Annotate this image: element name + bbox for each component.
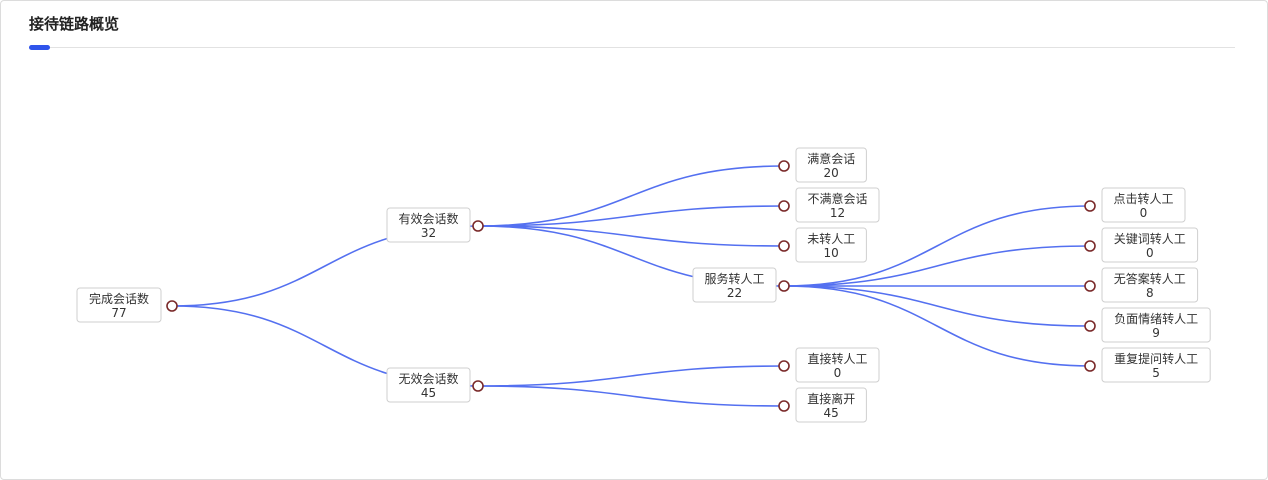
node-dot[interactable]: [472, 220, 484, 232]
tree-link: [477, 205, 785, 227]
node-box: [1101, 347, 1211, 383]
node-box: [1101, 307, 1211, 343]
tree-link: [477, 225, 785, 247]
tree-link: [783, 245, 1091, 287]
node-label: 完成会话数: [89, 291, 149, 306]
tree-link: [477, 365, 785, 387]
node-box: [1101, 227, 1199, 263]
node-value: 45: [421, 386, 436, 400]
node-dot[interactable]: [778, 200, 790, 212]
node-label: 重复提问转人工: [1114, 351, 1198, 366]
title-accent-bar: [29, 45, 50, 50]
node-dot[interactable]: [778, 280, 790, 292]
tree-link: [783, 285, 1091, 367]
node-dot[interactable]: [778, 360, 790, 372]
node-label: 直接离开: [807, 391, 855, 406]
node-box: [692, 267, 777, 303]
node-box: [795, 347, 880, 383]
node-label: 无答案转人工: [1114, 271, 1186, 286]
node-label: 无效会话数: [398, 371, 458, 386]
node-value: 5: [1152, 366, 1160, 380]
tree-link: [477, 385, 785, 407]
node-value: 32: [421, 226, 436, 240]
title-divider: [29, 47, 1235, 48]
node-dot[interactable]: [1084, 280, 1096, 292]
node-value: 9: [1152, 326, 1160, 340]
node-dot[interactable]: [778, 160, 790, 172]
node-label: 满意会话: [807, 151, 855, 166]
node-label: 未转人工: [807, 231, 855, 246]
node-dot[interactable]: [1084, 320, 1096, 332]
node-value: 77: [111, 306, 126, 320]
node-box: [1101, 267, 1199, 303]
node-label: 不满意会话: [807, 191, 867, 206]
tree-link: [783, 205, 1091, 287]
node-box: [795, 387, 867, 423]
node-label: 关键词转人工: [1114, 231, 1186, 246]
node-box: [386, 367, 471, 403]
node-value: 12: [830, 206, 845, 220]
node-value: 0: [1140, 206, 1148, 220]
node-box: [795, 227, 867, 263]
node-dot[interactable]: [1084, 200, 1096, 212]
node-dot[interactable]: [1084, 240, 1096, 252]
node-label: 服务转人工: [704, 271, 764, 286]
node-value: 45: [824, 406, 839, 420]
node-box: [386, 207, 471, 243]
node-dot[interactable]: [778, 240, 790, 252]
node-value: 0: [834, 366, 842, 380]
page-title: 接待链路概览: [29, 15, 120, 33]
node-label: 点击转人工: [1113, 191, 1173, 206]
node-box: [795, 187, 880, 223]
node-dot[interactable]: [166, 300, 178, 312]
node-value: 8: [1146, 286, 1154, 300]
node-label: 直接转人工: [807, 351, 867, 366]
node-value: 20: [824, 166, 839, 180]
node-label: 有效会话数: [398, 211, 458, 226]
node-dot[interactable]: [1084, 360, 1096, 372]
node-value: 0: [1146, 246, 1154, 260]
tree-link: [477, 165, 785, 227]
tree-link: [783, 285, 1091, 327]
node-box: [76, 287, 162, 323]
node-value: 10: [824, 246, 839, 260]
node-dot[interactable]: [472, 380, 484, 392]
node-box: [795, 147, 867, 183]
node-value: 22: [727, 286, 742, 300]
node-box: [1101, 187, 1186, 223]
node-dot[interactable]: [778, 400, 790, 412]
node-label: 负面情绪转人工: [1114, 311, 1198, 326]
